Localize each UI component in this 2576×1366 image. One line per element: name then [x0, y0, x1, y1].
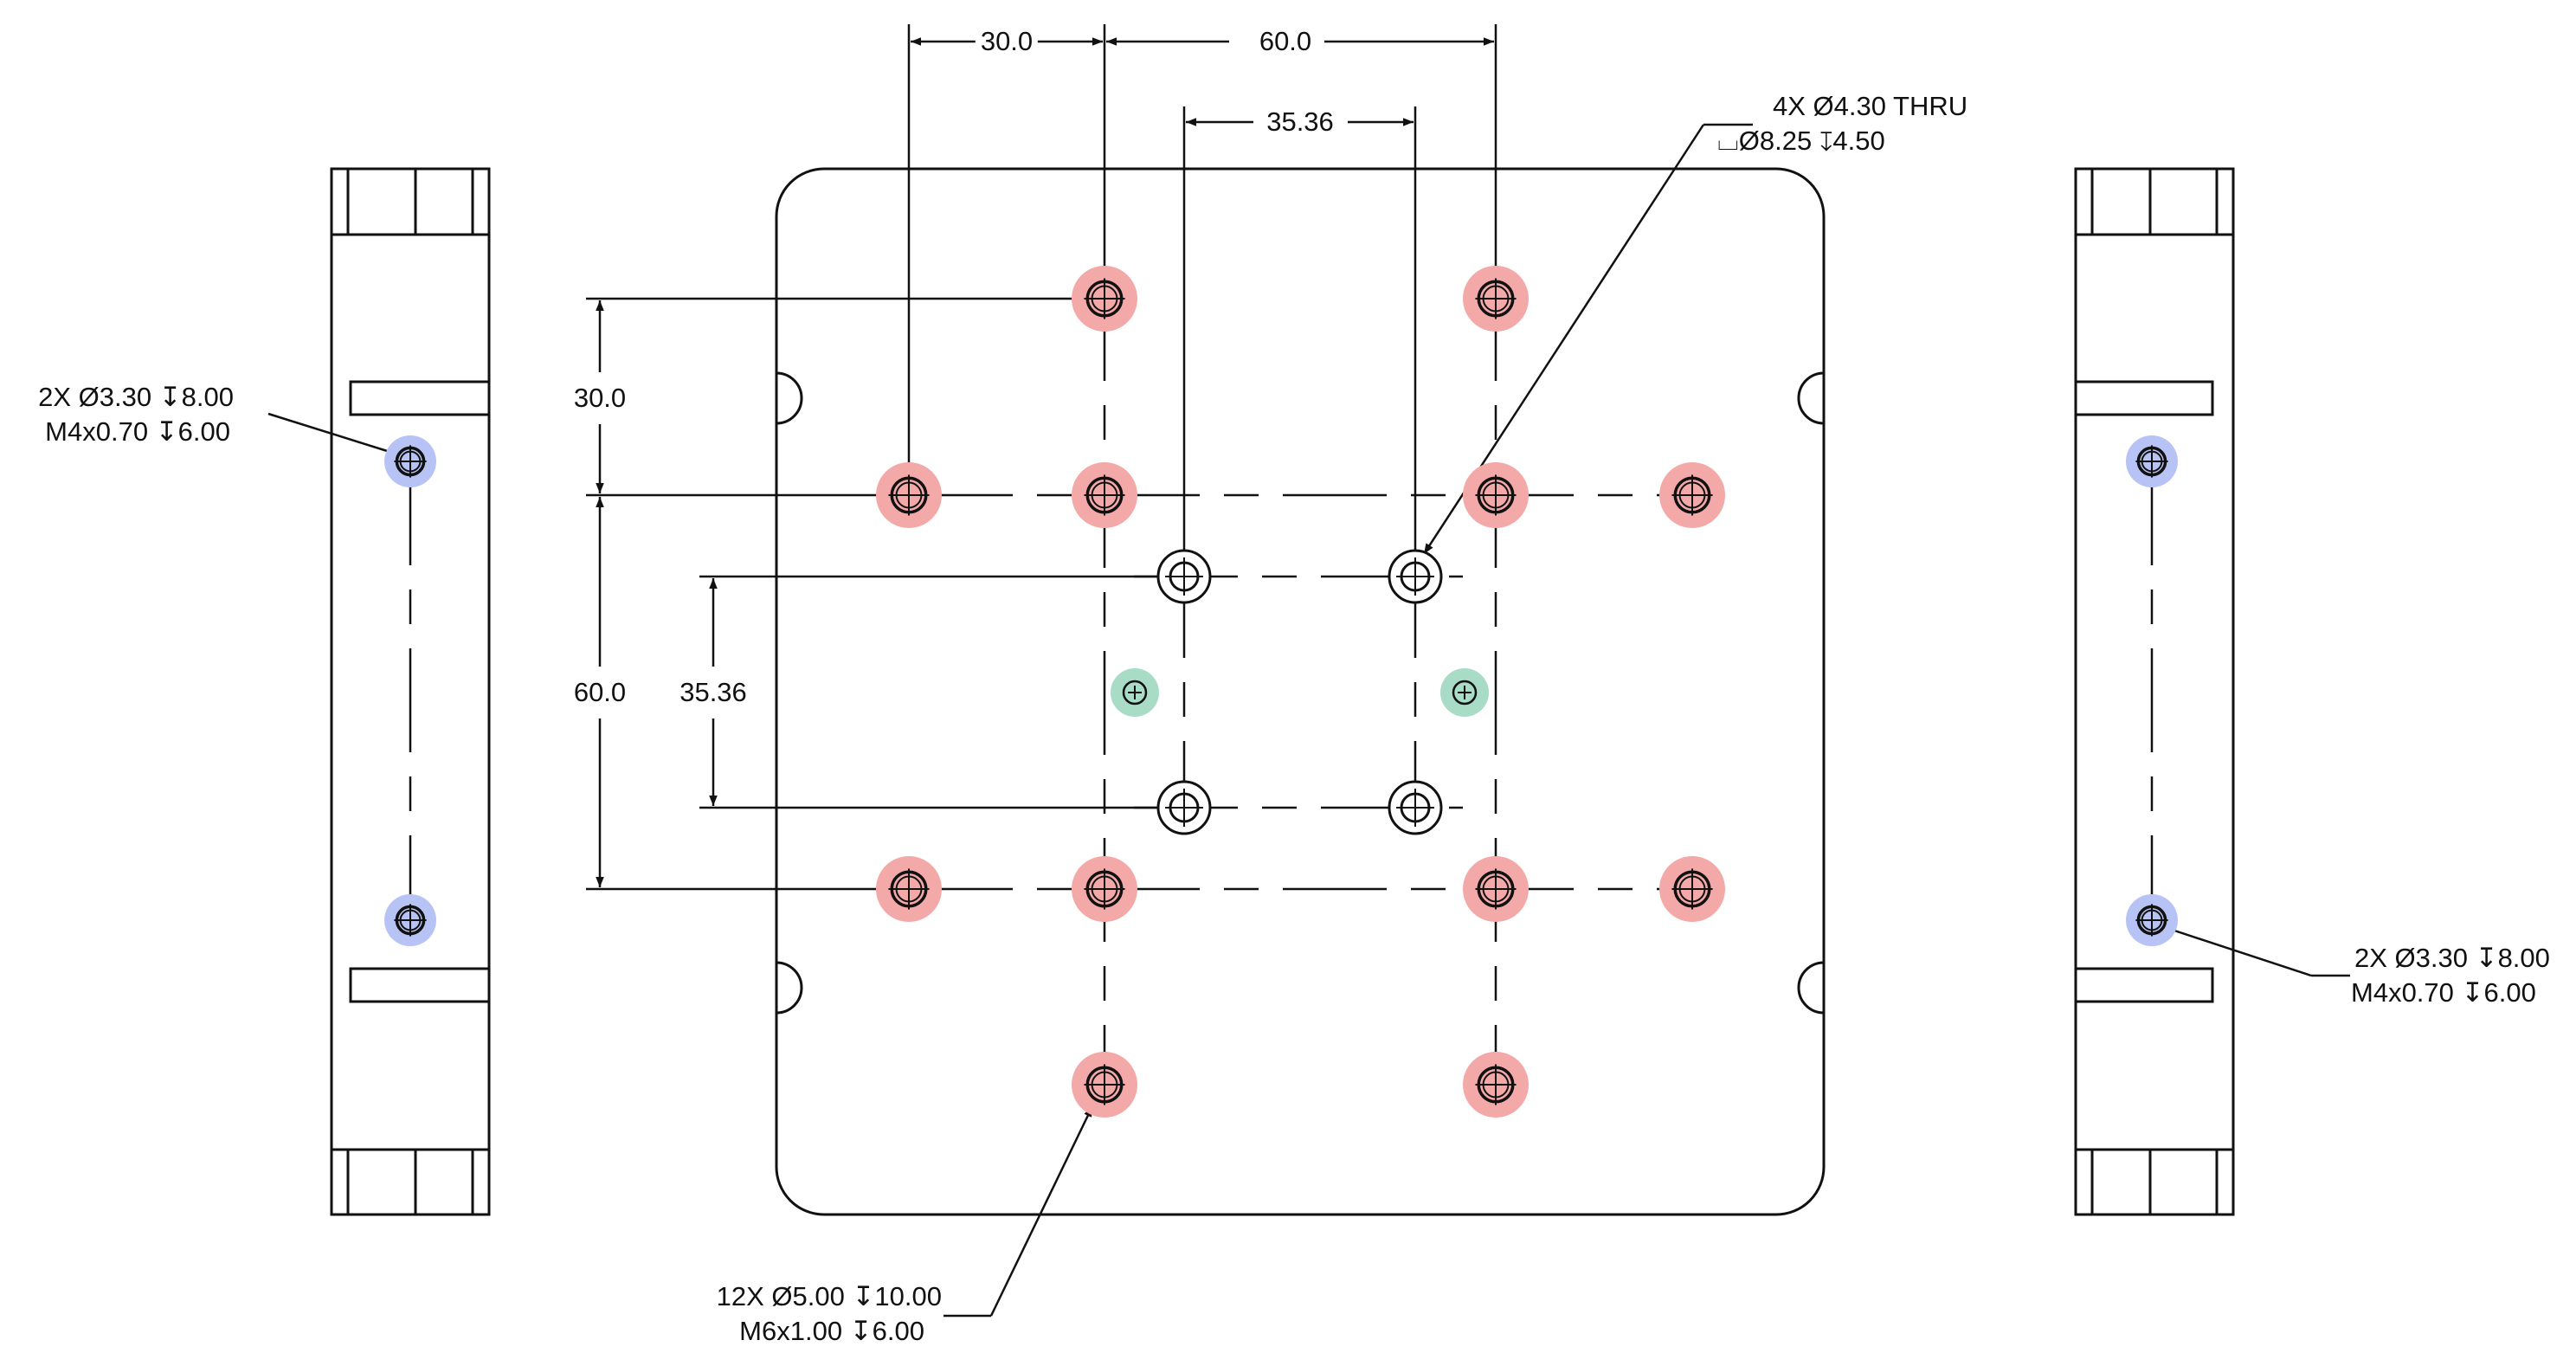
m6-tapped-hole: [1659, 856, 1725, 922]
leader-lines: [267, 123, 2350, 1318]
callout-m6-line1: 12X Ø5.00 ↧10.00: [716, 1281, 942, 1311]
callout-m4-right-line1: 2X Ø3.30 ↧8.00: [2354, 943, 2550, 973]
m4-tapped-hole: [2126, 435, 2178, 487]
callout-m6-line2: M6x1.00 ↧6.00: [739, 1316, 924, 1346]
m6-tapped-hole: [1072, 856, 1137, 922]
callout-m4-left-line2: M4x0.70 ↧6.00: [45, 416, 230, 447]
m6-tapped-hole: [1463, 856, 1529, 922]
counterbore-hole: [1156, 549, 1212, 604]
dim-left-60: 60.0: [568, 676, 632, 709]
plate-outline: [775, 167, 1826, 1216]
dimension-lines: [586, 24, 1497, 891]
m6-tapped-hole: [1072, 266, 1137, 332]
m4-tapped-hole: [384, 435, 436, 487]
left-side-view: [330, 167, 491, 1216]
m6-tapped-hole: [876, 856, 942, 922]
m4-tapped-hole: [2126, 894, 2178, 946]
holes-layer: [384, 266, 2178, 1118]
pin-hole: [1440, 668, 1489, 717]
dim-top-35: 35.36: [1261, 106, 1339, 139]
m6-tapped-hole: [1072, 1052, 1137, 1118]
m6-tapped-hole: [1463, 266, 1529, 332]
callout-m4-left-line1: 2X Ø3.30 ↧8.00: [38, 382, 234, 412]
counterbore-hole: [1388, 780, 1443, 835]
counterbore-hole: [1388, 549, 1443, 604]
pin-hole: [1111, 668, 1159, 717]
m6-tapped-hole: [1659, 462, 1725, 528]
right-side-view: [2074, 167, 2235, 1216]
dim-left-30: 30.0: [568, 382, 632, 415]
m6-tapped-hole: [1463, 462, 1529, 528]
dim-top-60: 60.0: [1253, 25, 1317, 58]
callout-counterbore-line2: ⌴Ø8.25 ↧4.50: [1717, 126, 1885, 156]
m6-tapped-hole: [1463, 1052, 1529, 1118]
dim-left-35: 35.36: [674, 676, 752, 709]
callout-m4-right-line2: M4x0.70 ↧6.00: [2351, 977, 2536, 1008]
m6-tapped-hole: [1072, 462, 1137, 528]
m4-tapped-hole: [384, 894, 436, 946]
callout-counterbore-line1: 4X Ø4.30 THRU: [1773, 91, 1968, 121]
m6-tapped-hole: [876, 462, 942, 528]
centerlines: [909, 277, 1712, 1117]
counterbore-hole: [1156, 780, 1212, 835]
dim-top-30: 30.0: [975, 25, 1039, 58]
